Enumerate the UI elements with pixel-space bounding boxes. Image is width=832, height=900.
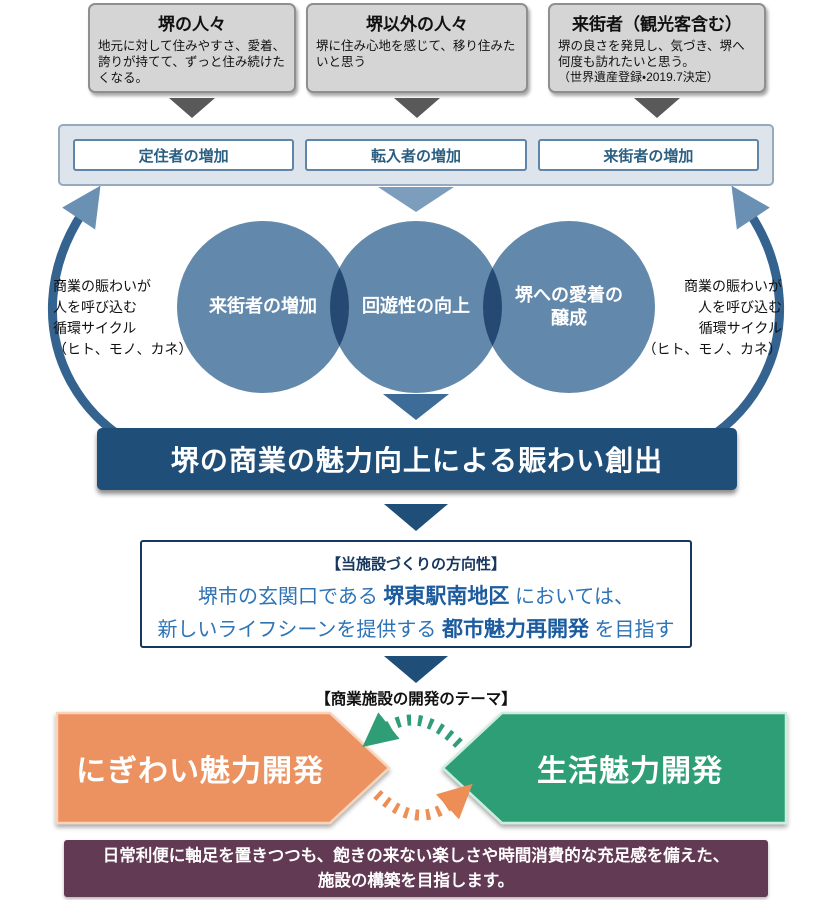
theme-label-nigiwai: にぎわい魅力開発 [76,755,324,788]
circle-label-line: 醸成 [551,308,587,328]
down-arrow-icon [383,394,449,420]
theme-caption: 【商業施設の開発のテーマ】 [315,691,517,708]
circle-label-line: 来街者の増加 [209,296,317,317]
cycle-label-line: （ヒト、モノ、カネ） [642,341,782,357]
audience-box-body: 堺に住み心地を感じて、移り住みたいと思う [316,39,516,69]
circle-label-line: 回遊性の向上 [362,296,470,317]
direction-strong-district: 堺東駅南地区 [383,585,510,608]
exchange-arrow-top [362,712,463,749]
direction-text: を目指す [589,618,675,641]
down-arrow-icon [384,504,448,531]
direction-line-2: 新しいライフシーンを提供する 都市魅力再開発 を目指す [142,614,690,647]
exchange-arrow-bottom [373,783,473,821]
cycle-label-line: 商業の賑わいが [53,278,151,294]
audience-box-note: （世界遺産登録・2019.7決定） [558,70,719,84]
direction-box: 【当施設づくりの方向性】 堺市の玄関口である 堺東駅南地区 においては、 新しい… [140,540,692,648]
increase-panel: 定住者の増加 転入者の増加 来街者の増加 [58,124,774,186]
circle-mobility-improvement [330,221,502,393]
theme-label-seikatsu: 生活魅力開発 [537,755,723,788]
cycle-label-line: 循環サイクル [53,320,137,336]
down-arrow-icon [378,187,454,212]
cycle-label-line: 循環サイクル [698,320,782,336]
theme-shapes-graphic [55,711,788,825]
audience-box-body: 堺の良さを発見し、気づき、堺へ何度も訪れたいと思う。 [558,39,745,69]
cycle-label-line: 商業の賑わいが [684,278,782,294]
direction-strong-redevelopment: 都市魅力再開発 [442,617,589,641]
cycle-label-left: 商業の賑わいが 人を呼び込む 循環サイクル （ヒト、モノ、カネ） [53,276,192,360]
audience-box-visitors: 来街者（観光客含む） 堺の良さを発見し、気づき、堺へ何度も訪れたいと思う。 （世… [548,3,766,93]
increase-box-residents: 定住者の増加 [73,139,295,171]
audience-box-title: 堺以外の人々 [366,15,468,34]
circle-label: 来街者の増加 [177,221,349,393]
cycle-label-line: 人を呼び込む [53,299,137,315]
direction-line-1: 堺市の玄関口である 堺東駅南地区 においては、 [142,581,690,614]
theme-shape-nigiwai [55,711,391,825]
direction-heading: 【当施設づくりの方向性】 [325,556,506,573]
direction-text: 新しいライフシーンを提供する [157,618,442,641]
main-goal-banner: 堺の商業の魅力向上による賑わい創出 [97,428,737,490]
audience-box-title: 来街者（観光客含む） [572,15,742,34]
circle-label: 堺への愛着の 醸成 [483,221,655,393]
footer-line: 施設の構築を目指します。 [317,871,515,890]
cycle-label-line: （ヒト、モノ、カネ） [53,341,193,357]
down-arrow-icon [394,98,440,118]
direction-text: においては、 [509,586,634,608]
audience-box-body: 地元に対して住みやすさ、愛着、誇りが持てて、ずっと住み続けたくなる。 [98,39,286,85]
footer-banner: 日常利便に軸足を置きつつも、飽きの来ない楽しさや時間消費的な充足感を備えた、 施… [64,840,768,897]
theme-shape-seikatsu [441,711,788,825]
cycle-label-line: 人を呼び込む [698,299,782,315]
circle-label-line: 堺への愛着の [515,284,623,305]
down-arrow-icon [169,98,215,118]
direction-text: 堺市の玄関口である [198,586,384,608]
audience-box-sakai-residents: 堺の人々 地元に対して住みやすさ、愛着、誇りが持てて、ずっと住み続けたくなる。 [88,3,296,93]
cycle-label-right: 商業の賑わいが 人を呼び込む 循環サイクル （ヒト、モノ、カネ） [642,276,782,360]
circle-label: 回遊性の向上 [330,221,502,393]
increase-box-newcomers: 転入者の増加 [305,139,527,171]
footer-line: 日常利便に軸足を置きつつも、飽きの来ない楽しさや時間消費的な充足感を備えた、 [102,846,730,865]
down-arrow-icon [634,98,680,118]
increase-box-visitors: 来街者の増加 [537,139,759,171]
down-arrow-icon [384,656,448,683]
audience-box-title: 堺の人々 [158,15,226,34]
audience-box-non-sakai: 堺以外の人々 堺に住み心地を感じて、移り住みたいと思う [306,3,528,93]
